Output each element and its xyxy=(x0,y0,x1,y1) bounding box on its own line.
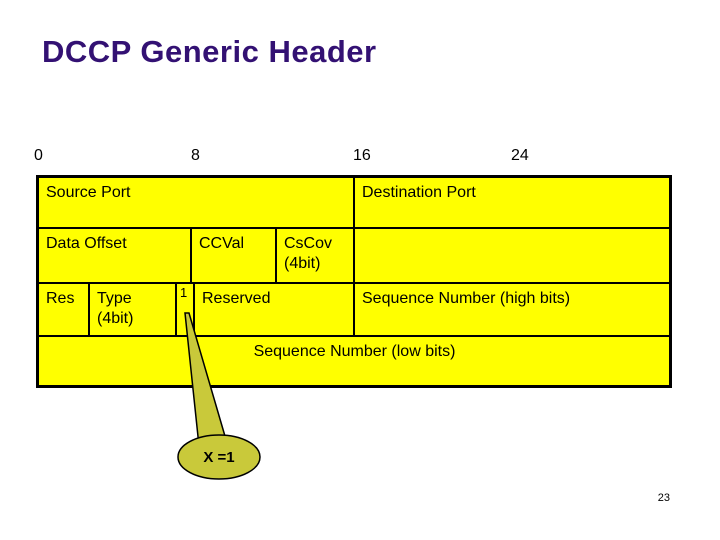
field-source-port-label: Source Port xyxy=(46,184,131,201)
header-row-3: Res Type (4bit) 1 Reserved Sequence Numb… xyxy=(39,282,669,335)
field-source-port: Source Port xyxy=(39,178,353,227)
field-x-bit: 1 xyxy=(175,284,193,335)
bit-label-8: 8 xyxy=(191,147,200,164)
dccp-header-table: Source Port Destination Port Data Offset… xyxy=(36,175,672,388)
field-ccval: CCVal xyxy=(190,229,275,282)
field-reserved: Reserved xyxy=(193,284,353,335)
field-res: Res xyxy=(39,284,88,335)
bit-label-0: 0 xyxy=(34,147,43,164)
field-type-label-line2: (4bit) xyxy=(97,310,134,327)
bit-label-24: 24 xyxy=(511,147,529,164)
field-checksum xyxy=(353,229,669,282)
field-cscov: CsCov (4bit) xyxy=(275,229,353,282)
field-x-bit-value: 1 xyxy=(180,285,188,300)
field-destination-port: Destination Port xyxy=(353,178,669,227)
field-sequence-number-low-label: Sequence Number (low bits) xyxy=(253,343,456,360)
bit-label-16: 16 xyxy=(353,147,371,164)
field-sequence-number-high-label: Sequence Number (high bits) xyxy=(362,290,571,307)
field-sequence-number-high: Sequence Number (high bits) xyxy=(353,284,669,335)
field-reserved-label: Reserved xyxy=(202,290,271,307)
field-cscov-label-line2: (4bit) xyxy=(284,255,321,272)
callout-label: X =1 xyxy=(203,448,235,466)
field-ccval-label: CCVal xyxy=(199,235,245,252)
field-sequence-number-low: Sequence Number (low bits) xyxy=(39,337,669,385)
field-cscov-label-line1: CsCov xyxy=(284,235,333,252)
header-row-2: Data Offset CCVal CsCov (4bit) xyxy=(39,227,669,282)
header-row-1: Source Port Destination Port xyxy=(39,178,669,227)
field-data-offset-label: Data Offset xyxy=(46,235,127,252)
field-destination-port-label: Destination Port xyxy=(362,184,476,201)
field-type-label-line1: Type xyxy=(97,290,132,307)
field-data-offset: Data Offset xyxy=(39,229,190,282)
header-row-4: Sequence Number (low bits) xyxy=(39,335,669,385)
field-res-label: Res xyxy=(46,290,75,307)
page-title: DCCP Generic Header xyxy=(42,34,377,69)
field-type: Type (4bit) xyxy=(88,284,175,335)
page-number: 23 xyxy=(657,492,670,504)
